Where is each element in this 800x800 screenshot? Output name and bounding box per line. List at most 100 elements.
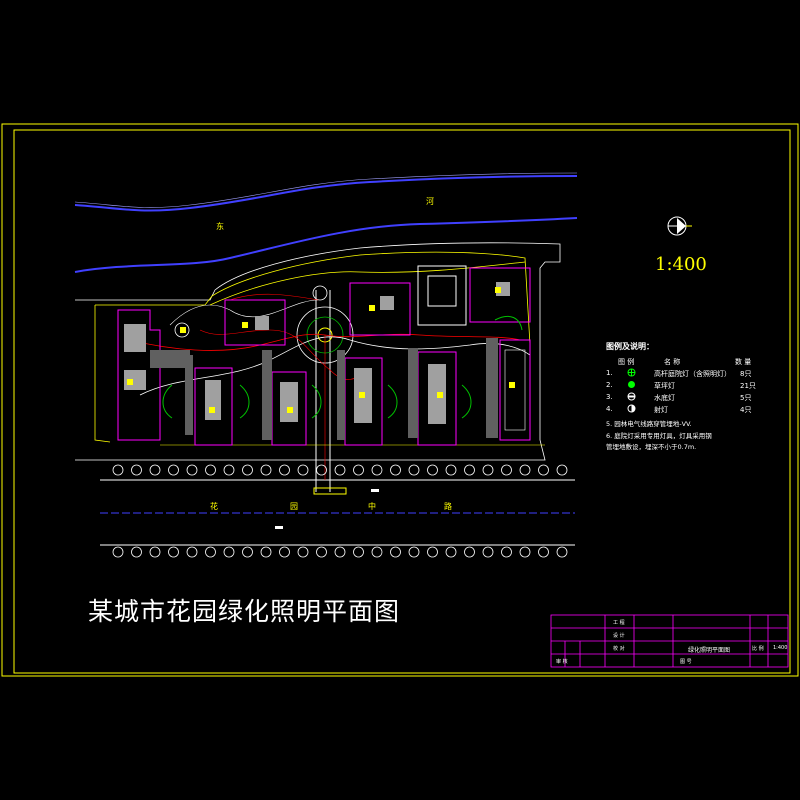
- lamp-marker: [369, 305, 375, 311]
- clubhouse-block-2: [349, 282, 411, 336]
- garden-path: [139, 336, 531, 396]
- legend-title: 图例及说明：: [606, 342, 654, 351]
- street-tree: [242, 464, 253, 476]
- street-tree: [186, 546, 198, 558]
- street-tree: [445, 464, 457, 476]
- street-tree: [427, 546, 438, 558]
- street-tree: [538, 546, 549, 558]
- street-tree: [149, 546, 161, 558]
- street-tree: [112, 464, 124, 476]
- entry-gate: [313, 487, 347, 495]
- street-tree: [353, 546, 364, 558]
- title-block: [550, 614, 789, 668]
- street-tree: [464, 464, 475, 476]
- street-tree: [260, 464, 272, 476]
- street-tree: [260, 546, 272, 558]
- legend-no: 4.: [606, 405, 613, 413]
- river-label-right: 河: [426, 197, 434, 206]
- street-tree: [482, 464, 494, 476]
- legend-qty: 21只: [740, 382, 756, 390]
- road-label-3: 中: [368, 502, 376, 511]
- legend-no: 2.: [606, 381, 613, 389]
- legend-row: 4. 射灯 4只: [606, 404, 766, 417]
- street-tree: [519, 546, 531, 558]
- legend-row: 3. 水底灯 5只: [606, 392, 766, 405]
- legend-row: 2. 草坪灯 21只: [606, 381, 766, 393]
- building-block-1: [117, 309, 161, 441]
- legend-note: 5. 园林电气线路穿管埋地-VV.: [606, 420, 692, 428]
- legend-qty: 4只: [740, 406, 752, 414]
- street-tree: [334, 546, 346, 558]
- river-label-left: 东: [216, 222, 224, 231]
- high-pole-lamp-icon: [627, 368, 636, 379]
- legend-name: 水底灯: [654, 394, 675, 402]
- building-block-6: [499, 339, 531, 441]
- street-tree: [390, 464, 401, 476]
- road-label-1: 花: [210, 502, 218, 511]
- lamp-marker: [437, 392, 443, 398]
- road-label-2: 园: [290, 502, 298, 511]
- street-tree: [297, 546, 309, 558]
- legend-note: 管埋地敷设，埋深不小于0.7m.: [606, 443, 697, 451]
- legend-name: 草坪灯: [654, 382, 675, 390]
- lamp-marker: [127, 379, 133, 385]
- street-tree: [371, 546, 383, 558]
- lamp-marker: [287, 407, 293, 413]
- legend-header-symbol: 图 例: [618, 358, 635, 366]
- street-tree: [408, 546, 420, 558]
- street-tree: [556, 464, 568, 476]
- legend-name: 射灯: [654, 406, 668, 414]
- legend-header-qty: 数 量: [735, 358, 752, 366]
- street-tree: [390, 546, 401, 558]
- lamp-marker: [509, 382, 515, 388]
- legend-name: 高杆庭院灯（含照明灯）: [654, 370, 731, 378]
- street-tree: [445, 546, 457, 558]
- legend-note: 6. 庭院灯采用专用灯具，灯具采用钢: [606, 432, 712, 440]
- street-tree: [316, 546, 327, 558]
- street-tree: [297, 464, 309, 476]
- clubhouse-block-3: [417, 265, 467, 326]
- street-tree: [223, 464, 235, 476]
- clubhouse-block-1: [224, 299, 286, 346]
- street-tree: [279, 546, 290, 558]
- drawing-scale: 1:400: [655, 254, 707, 275]
- legend-no: 1.: [606, 369, 613, 377]
- street-tree: [131, 546, 142, 558]
- street-tree: [371, 464, 383, 476]
- street-tree: [538, 464, 549, 476]
- street-tree: [223, 546, 235, 558]
- street-tree: [168, 546, 179, 558]
- street-tree: [131, 464, 142, 476]
- title-block-label: 比 例: [752, 646, 764, 652]
- street-tree: [464, 546, 475, 558]
- title-block-label: 设 计: [613, 633, 625, 639]
- inner-frame: [13, 129, 791, 674]
- street-tree: [242, 546, 253, 558]
- title-block-label: 审 核: [556, 659, 568, 665]
- street-tree: [149, 464, 161, 476]
- road-label-4: 路: [444, 502, 452, 511]
- site-boundary: [75, 242, 561, 461]
- title-block-label: 工 程: [613, 620, 625, 626]
- north-arrow-icon: [667, 216, 692, 236]
- title-block-project: 绿化照明平面图: [688, 647, 731, 654]
- outer-frame: [1, 123, 799, 677]
- legend-row: 1. 高杆庭院灯（含照明灯） 8只: [606, 368, 766, 381]
- lamp-marker: [359, 392, 365, 398]
- legend-header-name: 名 称: [664, 358, 681, 366]
- street-tree: [482, 546, 494, 558]
- street-tree: [316, 464, 327, 476]
- lamp-marker: [242, 322, 248, 328]
- river-bank-upper: [74, 175, 578, 212]
- street-tree: [205, 464, 216, 476]
- title-block-label: 图 号: [680, 659, 692, 665]
- street-tree: [427, 464, 438, 476]
- street-tree: [519, 464, 531, 476]
- river-bank-lower: [74, 217, 578, 273]
- legend-qty: 8只: [740, 370, 752, 378]
- lawn-lamp-icon: [627, 380, 636, 391]
- drawing-title: 某城市花园绿化照明平面图: [88, 597, 401, 626]
